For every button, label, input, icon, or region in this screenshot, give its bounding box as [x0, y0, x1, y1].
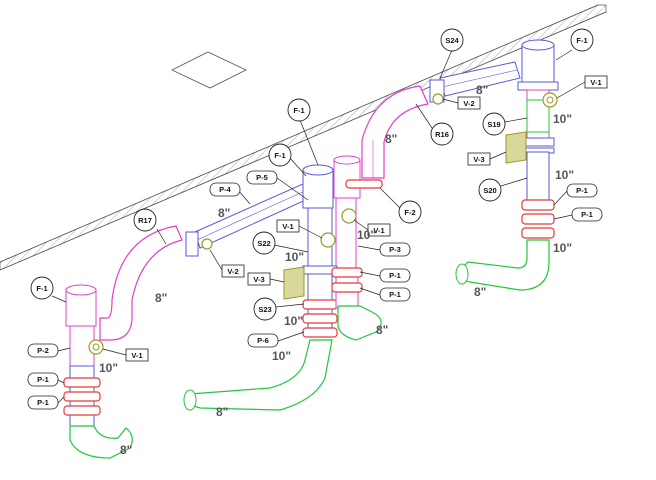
callout-p2-label: P-2: [37, 346, 49, 355]
callout-s22-label: S22: [257, 239, 270, 248]
callout-s24-label: S24: [445, 36, 459, 45]
size-right-outlet: 8": [474, 285, 486, 299]
callout-f1-left-label: F-1: [36, 284, 47, 293]
callout-r16-label: R16: [435, 130, 449, 139]
callout-v1-mid-left-label: V-1: [282, 222, 293, 231]
callout-p5-label: P-5: [256, 173, 268, 182]
callout-p3-label: P-3: [389, 245, 401, 254]
pipe-size-labels: 8" 8" 10" 10" 10" 8" 8" 10" 10" 10" 8" 1…: [99, 83, 574, 457]
size-right-riser-low: 10": [553, 241, 572, 255]
building-wall: [0, 4, 607, 271]
callout-p4-label: P-4: [219, 185, 232, 194]
callout-v2-top-label: V-2: [463, 99, 474, 108]
callout-v2-left-label: V-2: [227, 267, 238, 276]
callout-f1-middle-label: F-1: [293, 106, 304, 115]
size-left-outlet: 8": [120, 443, 132, 457]
callout-s23-label: S23: [258, 305, 271, 314]
callout-p1-mid-b-label: P-1: [389, 290, 401, 299]
size-right-riser-mid: 10": [555, 168, 574, 182]
floor-opening: [171, 51, 247, 89]
mid-header-valve: [185, 231, 213, 257]
size-far-left-outlet: 8": [216, 405, 228, 419]
size-right-riser-top: 10": [553, 112, 572, 126]
callout-s24: [440, 28, 464, 52]
size-mid-riser: 10": [285, 250, 304, 264]
callout-p6-label: P-6: [257, 336, 269, 345]
callout-v1-right-label: V-1: [590, 78, 601, 87]
size-mid-riser-low: 10": [284, 314, 303, 328]
callout-s20-label: S20: [483, 186, 496, 195]
callout-v3-right-label: V-3: [473, 155, 484, 164]
callout-v1-left-label: V-1: [131, 351, 142, 360]
callout-f1-top-right-label: F-1: [576, 36, 587, 45]
size-mid-outlet-b: 10": [272, 349, 291, 363]
size-top-header: 8": [476, 83, 488, 97]
size-mid-valve: 10": [357, 228, 376, 242]
left-branch: [63, 284, 133, 459]
callout-p1-left-b-label: P-1: [37, 398, 49, 407]
callout-p1-right-b-label: P-1: [581, 210, 593, 219]
size-right-bend: 8": [385, 132, 397, 146]
callout-v3-middle-label: V-3: [253, 275, 264, 284]
callout-p1-left-a-label: P-1: [37, 375, 49, 384]
size-left-riser: 10": [99, 361, 118, 375]
callout-s19-label: S19: [487, 120, 500, 129]
size-left-bend: 8": [155, 291, 167, 305]
callout-p1-right-a-label: P-1: [576, 186, 588, 195]
callout-bubbles: S24 F-1 V-1 V-2 R16 S19 V-3 S20 P-1 P-1 …: [27, 28, 608, 410]
middle-branch: [183, 155, 383, 411]
r17-bend: [99, 225, 183, 341]
top-header-valve: [429, 79, 445, 105]
callout-f2-label: F-2: [404, 208, 415, 217]
callout-f1-mid-left-label: F-1: [274, 151, 285, 160]
callout-v1-middle-label: V-1: [373, 226, 384, 235]
r16-bend: [361, 85, 429, 179]
size-mid-header: 8": [218, 206, 230, 220]
right-branch: [439, 39, 559, 291]
size-mid-outlet-a: 8": [376, 323, 388, 337]
callout-p1-mid-a-label: P-1: [389, 271, 401, 280]
callout-r17-label: R17: [138, 216, 152, 225]
